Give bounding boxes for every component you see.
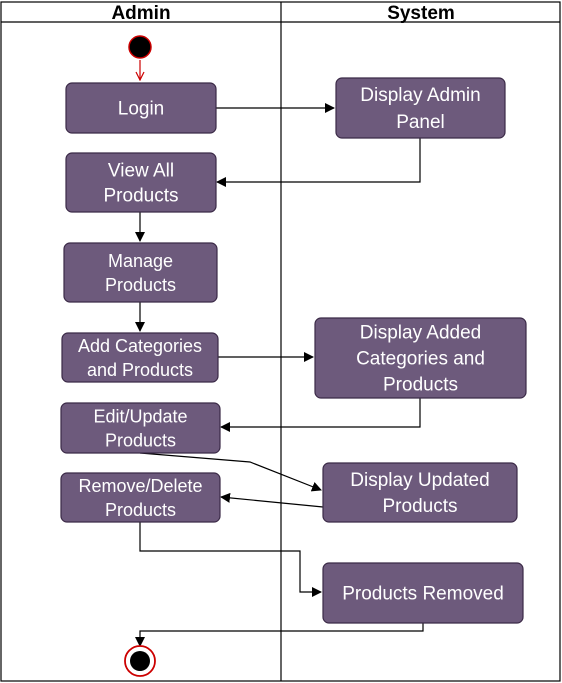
activity-node-label: Display Added bbox=[360, 323, 481, 344]
activity-node-label: Manage bbox=[108, 251, 173, 271]
activity-node-box bbox=[61, 332, 219, 383]
activity-node-products-removed: Products Removed bbox=[322, 562, 524, 624]
arrow-display-added-to-edit bbox=[220, 398, 421, 432]
activity-node-box bbox=[335, 77, 506, 139]
activity-node-label: Login bbox=[118, 99, 165, 120]
activity-node-box bbox=[65, 82, 217, 134]
activity-node-box bbox=[322, 462, 518, 523]
activity-node-label: Add Categories bbox=[78, 336, 202, 356]
activity-node-login: Login bbox=[65, 82, 217, 134]
arrow-admin-panel-to-view-all bbox=[216, 138, 421, 187]
flow-arrows bbox=[135, 60, 424, 647]
activity-node-label: Products bbox=[105, 500, 176, 520]
activity-node-add-categories-products: Add Categories and Products bbox=[61, 332, 219, 383]
lane-title-admin: Admin bbox=[111, 3, 170, 24]
lane-title-system: System bbox=[387, 3, 455, 24]
activity-node-label: Products bbox=[104, 186, 179, 207]
activity-node-label: Display Admin bbox=[360, 85, 480, 106]
activity-node-label: Products bbox=[383, 375, 458, 396]
start-node-icon bbox=[128, 35, 152, 59]
activity-node-label: Panel bbox=[396, 112, 445, 133]
arrow-edit-to-display-updated bbox=[139, 452, 322, 492]
activity-node-label: Categories and bbox=[356, 349, 485, 370]
activity-node-label: Products bbox=[105, 430, 176, 450]
arrow-display-updated-to-remove bbox=[220, 492, 324, 508]
activity-node-label: Products bbox=[105, 275, 176, 295]
activity-node-label: and Products bbox=[87, 360, 193, 380]
end-node-icon bbox=[124, 645, 156, 677]
activity-node-label: Edit/Update bbox=[93, 406, 187, 426]
activity-node-box bbox=[63, 242, 218, 303]
arrow-products-removed-to-end bbox=[135, 623, 424, 647]
activity-node-label: View All bbox=[108, 161, 174, 182]
activity-node-label: Products bbox=[383, 496, 458, 517]
activity-node-label: Display Updated bbox=[350, 470, 489, 491]
activity-node-box bbox=[322, 562, 524, 624]
activity-node-label: Products Removed bbox=[342, 584, 504, 605]
activity-node-box bbox=[60, 402, 221, 454]
activity-node-box bbox=[314, 317, 527, 399]
activity-node-box bbox=[65, 152, 217, 213]
activity-node-box bbox=[60, 472, 221, 523]
activity-node-label: Remove/Delete bbox=[78, 476, 202, 496]
arrow-remove-to-products-removed bbox=[139, 522, 322, 597]
